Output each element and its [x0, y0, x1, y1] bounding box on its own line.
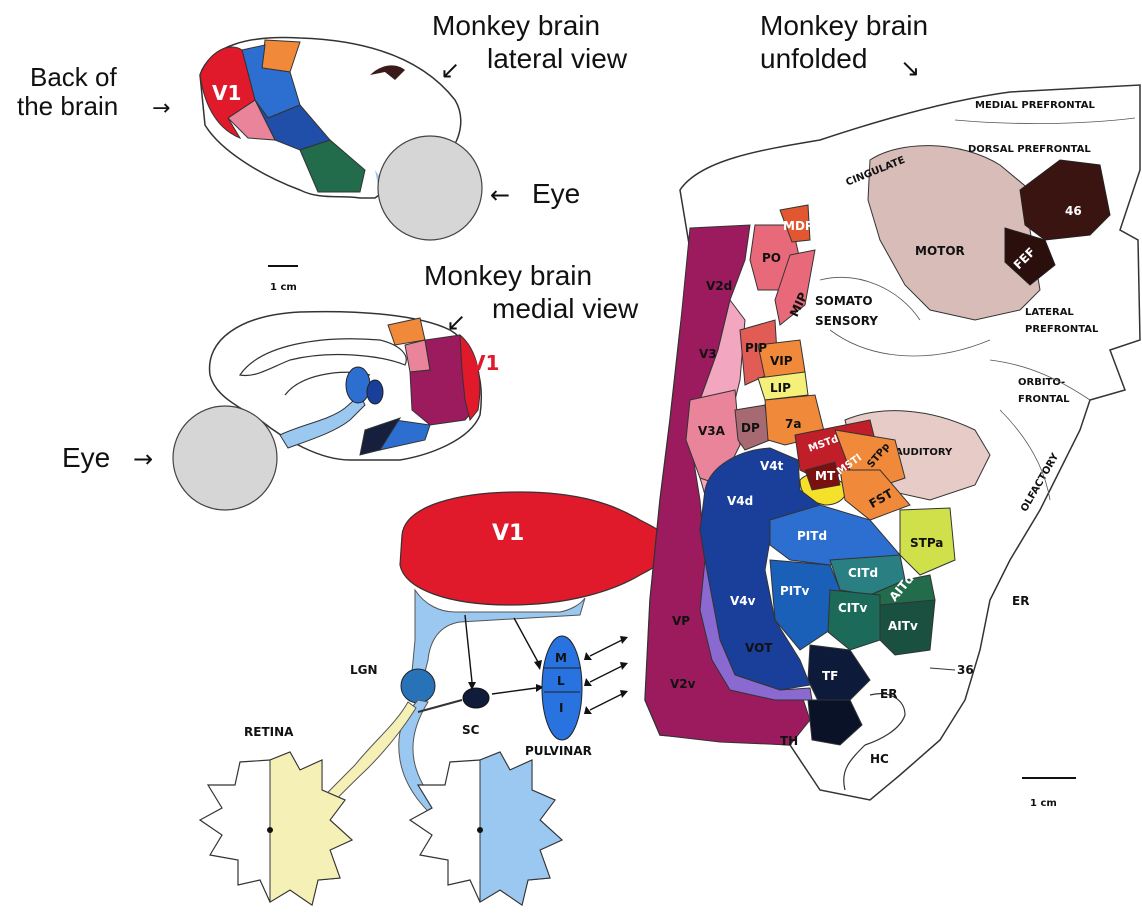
label-v3: V3	[699, 347, 717, 361]
lateral-v1-label: V1	[212, 81, 241, 105]
arrow-pulvinar-1-head-b	[620, 636, 628, 644]
label-hc: HC	[870, 752, 889, 766]
label-er-1: ER	[1012, 594, 1029, 608]
pulvinar-m-label: M	[555, 651, 567, 665]
lateral-caption-2: lateral view	[487, 43, 628, 74]
label-dp: DP	[741, 421, 760, 435]
label-vp: VP	[672, 614, 690, 628]
label-orbito-1: ORBITO-	[1018, 377, 1065, 388]
medial-caption-1: Monkey brain	[424, 260, 592, 291]
label-th: TH	[780, 734, 798, 748]
eye-top	[378, 136, 482, 240]
pathway-v1-blob	[400, 492, 680, 605]
retina-left-fill	[270, 752, 352, 905]
arrow-pulvinar-3-head-b	[620, 690, 628, 698]
label-somato-1: SOMATO	[815, 294, 873, 308]
label-46: 46	[1065, 204, 1082, 218]
label-dorsal-prefrontal: DORSAL PREFRONTAL	[968, 144, 1091, 155]
label-v3a: V3A	[698, 424, 726, 438]
sc-node	[463, 688, 489, 708]
eye-top-caption: Eye	[532, 178, 580, 209]
eye-medial	[173, 406, 277, 510]
scale-label-right: 1 cm	[1030, 798, 1057, 809]
arrow-v1-pulvinar	[514, 618, 538, 662]
eye-top-arrow: ←	[490, 181, 510, 209]
unfolded-caption-1: Monkey brain	[760, 10, 928, 41]
label-vip: VIP	[770, 354, 793, 368]
label-pitd: PITd	[797, 529, 827, 543]
arrow-v1-pulvinar-head	[534, 660, 542, 670]
back-of-brain-arrow: →	[152, 96, 170, 121]
arrow-v1-sc	[465, 615, 472, 682]
back-of-brain-caption-2: the brain	[17, 91, 118, 121]
sc-label: SC	[462, 723, 480, 737]
label-vot: VOT	[745, 641, 773, 655]
label-v4d: V4d	[727, 494, 753, 508]
label-er-2: ER	[880, 687, 897, 701]
arrow-pulvinar-1	[590, 640, 622, 656]
label-po: PO	[762, 251, 781, 265]
medial-lgn	[346, 367, 370, 403]
label-somato-2: SENSORY	[815, 314, 878, 328]
label-stpa: STPa	[910, 536, 943, 550]
eye-medial-arrow: →	[133, 445, 153, 473]
pathway-v1-label: V1	[492, 521, 524, 546]
medial-v1-label: V1	[470, 351, 499, 375]
arrow-pulvinar-3	[590, 694, 622, 710]
label-mt: MT	[815, 469, 836, 483]
retina-right-fill	[480, 752, 562, 905]
medial-caption-2: medial view	[492, 293, 639, 324]
lgn-node	[401, 669, 435, 703]
label-v2v: V2v	[670, 677, 696, 691]
label-v2d: V2d	[706, 279, 732, 293]
lateral-caption-arrow: ↙	[440, 56, 460, 84]
label-citd: CITd	[848, 566, 878, 580]
retina-label: RETINA	[244, 725, 294, 739]
lgn-label: LGN	[350, 663, 378, 677]
label-lateral-pf-2: PREFRONTAL	[1025, 324, 1099, 335]
label-lip: LIP	[770, 381, 791, 395]
scale-label-left: 1 cm	[270, 282, 297, 293]
unfolded-flatmap: MOTOR 46 FEF MEDIAL PREFRONTAL DORSAL PR…	[645, 85, 1140, 800]
visual-pathway: V1 LGN SC M L I PULVINAR RETINA	[200, 492, 680, 905]
label-36: 36	[957, 663, 974, 677]
back-of-brain-caption-1: Back of	[30, 62, 117, 92]
arrow-sc-pulvinar	[492, 688, 536, 694]
label-orbito-2: FRONTAL	[1018, 394, 1070, 405]
label-aitv: AITv	[888, 619, 918, 633]
medial-sc	[367, 380, 383, 404]
label-citv: CITv	[838, 601, 867, 615]
arrow-pulvinar-2	[590, 666, 622, 682]
unfolded-caption-arrow: ↘	[900, 54, 920, 82]
lateral-caption-1: Monkey brain	[432, 10, 600, 41]
pulvinar-i-label: I	[559, 701, 563, 715]
label-v4t: V4t	[760, 459, 784, 473]
label-lateral-pf-1: LATERAL	[1025, 307, 1074, 318]
label-tf: TF	[822, 669, 838, 683]
label-mdp: MDP	[783, 219, 814, 233]
medial-caption-arrow: ↙	[446, 308, 466, 336]
label-pip: PIP	[745, 341, 767, 355]
arrow-pulvinar-2-head-b	[620, 662, 628, 670]
unfolded-caption-2: unfolded	[760, 43, 867, 74]
label-v4v: V4v	[730, 594, 756, 608]
label-auditory: AUDITORY	[895, 447, 953, 458]
label-motor: MOTOR	[915, 244, 965, 258]
retina-right-fovea	[477, 827, 483, 833]
label-medial-prefrontal: MEDIAL PREFRONTAL	[975, 100, 1095, 111]
label-7a: 7a	[785, 417, 801, 431]
retina-left-fovea	[267, 827, 273, 833]
pulvinar-l-label: L	[557, 674, 565, 688]
label-pitv: PITv	[780, 584, 809, 598]
pulvinar-label: PULVINAR	[525, 744, 592, 758]
eye-medial-caption: Eye	[62, 442, 110, 473]
